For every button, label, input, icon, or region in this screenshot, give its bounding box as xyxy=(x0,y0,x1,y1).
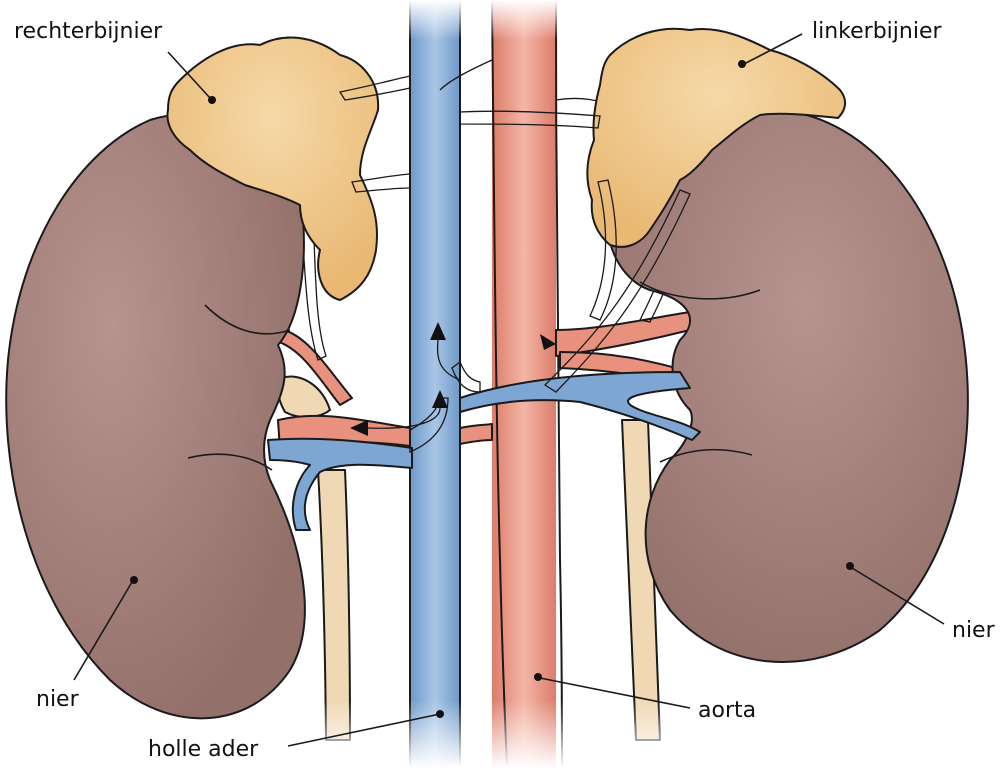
label-nier-right: nier xyxy=(952,618,996,643)
adrenal-veins xyxy=(338,75,617,321)
label-aorta: aorta xyxy=(698,698,756,723)
kidney-left-side xyxy=(606,109,969,664)
kidney-right-side xyxy=(5,113,306,720)
adrenal-gland-right-side xyxy=(166,36,380,301)
vena-cava xyxy=(409,0,461,768)
adrenal-gland-left-side xyxy=(586,27,846,248)
arrow-down-right-icon xyxy=(540,334,556,350)
arrow-up-icon xyxy=(430,322,446,340)
leader-lines xyxy=(73,33,945,747)
label-linkerbijnier: linkerbijnier xyxy=(812,19,942,44)
label-nier-left: nier xyxy=(36,687,80,712)
renal-vein-left-side xyxy=(451,189,701,441)
ureter-right-side xyxy=(317,469,351,741)
flow-arrows xyxy=(350,322,556,436)
arrow-up-icon xyxy=(432,390,448,408)
label-holle-ader: holle ader xyxy=(148,737,259,762)
renal-vein-right-side xyxy=(267,397,449,531)
arrow-left-icon xyxy=(350,420,368,436)
label-rechterbijnier: rechterbijnier xyxy=(14,19,163,44)
